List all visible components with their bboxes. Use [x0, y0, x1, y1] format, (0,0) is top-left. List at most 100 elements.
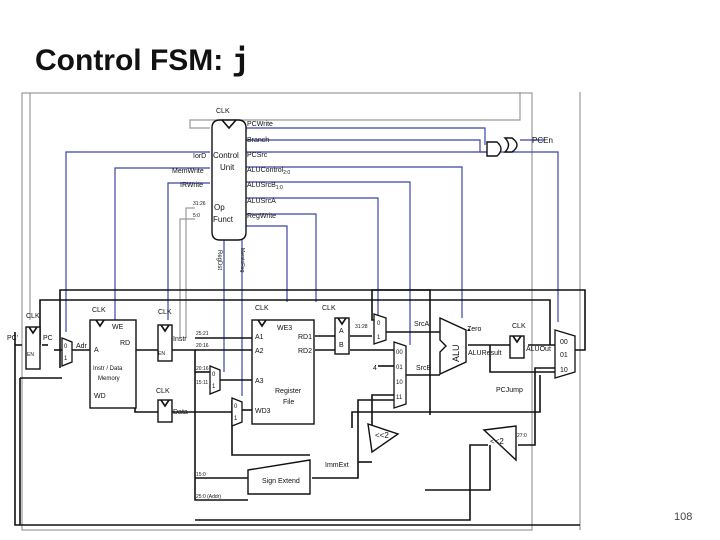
regdst-mux: 0 1: [209, 365, 221, 395]
iord-mux: 0 1 Adr: [61, 337, 88, 367]
ab-clk-label: CLK: [322, 305, 336, 312]
alusrcb-signal-label: ALUSrcB1:0: [247, 182, 283, 191]
bits-31-28: 31:28: [355, 324, 368, 330]
aluout-clk-label: CLK: [512, 323, 526, 330]
rf-a3-label: A3: [255, 378, 264, 385]
memtoreg-signal-label: MemtoReg: [239, 248, 245, 273]
rf-name-2: File: [283, 399, 294, 406]
rf-we3-label: WE3: [277, 325, 292, 332]
alucontrol-signal-label: ALUControl2:0: [247, 167, 290, 176]
bits-20-16-b: 20:16: [196, 366, 209, 372]
page-number: 108: [674, 511, 693, 523]
shl2-b-label: <<2: [490, 437, 504, 446]
bits-15-0: 15:0: [196, 472, 206, 478]
rf-name-1: Register: [275, 388, 302, 395]
rf-a2-label: A2: [255, 348, 264, 355]
mem-we-label: WE: [112, 324, 124, 331]
op-label: Op: [214, 203, 225, 212]
control-unit-label-2: Unit: [220, 163, 235, 172]
control-unit-label-1: Control: [213, 151, 239, 160]
memtoreg-mux: 0 1: [231, 397, 243, 427]
bits-27-0: 27:0: [517, 433, 527, 439]
regdst-mux-0: 0: [212, 372, 216, 378]
alusrcb-mux-10: 10: [396, 380, 403, 386]
zero-label: Zero: [467, 326, 482, 333]
shift-left-2-b: <<2: [482, 425, 517, 462]
sign-extend: Sign Extend ImmExt: [247, 459, 349, 495]
pcsrc-mux-00: 00: [560, 339, 568, 346]
iord-signal-label: IorD: [193, 153, 206, 160]
mem-a-label: A: [94, 347, 99, 354]
pcen-logic: PCEn: [486, 136, 553, 157]
pcsrc-signal-label: PCSrc: [247, 152, 268, 159]
shl2-a-label: <<2: [375, 431, 389, 440]
data-label: Data: [173, 409, 188, 416]
pc-in-label: PC': [7, 335, 18, 342]
pc-register: CLK PC' PC EN: [7, 313, 53, 370]
bits-25-0-addr: 25:0 (Addr): [196, 494, 221, 500]
pc-out-label: PC: [43, 335, 53, 342]
memtoreg-mux-1: 1: [234, 416, 238, 422]
mem-wd-label: WD: [94, 393, 106, 400]
mem-clk-label: CLK: [92, 307, 106, 314]
alusrca-mux-0: 0: [377, 321, 381, 327]
pcwrite-signal-label: PCWrite: [247, 121, 273, 128]
rf-a1-label: A1: [255, 334, 264, 341]
adr-label: Adr: [76, 343, 88, 350]
pcsrc-mux: 00 01 10: [554, 329, 576, 379]
and-gate: [486, 141, 502, 157]
iord-mux-0: 0: [64, 344, 68, 350]
reg-b-label: B: [339, 342, 344, 349]
alusrca-mux-1: 1: [377, 335, 381, 341]
rf-wd3-label: WD3: [255, 408, 271, 415]
reg-a-label: A: [339, 328, 344, 335]
sign-extend-label: Sign Extend: [262, 478, 300, 485]
funct-bits-label: 5:0: [193, 213, 200, 219]
or-gate: [503, 137, 518, 153]
immext-label: ImmExt: [325, 462, 349, 469]
alusrca-mux: 0 1 SrcA: [373, 313, 430, 345]
alusrcb-mux: 00 01 10 11 4 SrcB: [373, 341, 432, 409]
ab-registers: CLK A B: [322, 305, 350, 355]
alusrcb-mux-01: 01: [396, 365, 403, 371]
instr-label: Instr: [173, 336, 187, 343]
funct-label: Funct: [213, 215, 234, 224]
alusrcb-mux-00: 00: [396, 350, 403, 356]
rf-rd2-label: RD2: [298, 348, 312, 355]
control-clk-label: CLK: [216, 108, 230, 115]
regdst-mux-1: 1: [212, 384, 216, 390]
pcsrc-mux-01: 01: [560, 352, 568, 359]
rf-clk-label: CLK: [255, 305, 269, 312]
regdst-signal-label: RegDst: [216, 250, 222, 270]
memtoreg-mux-0: 0: [234, 404, 238, 410]
rf-rd1-label: RD1: [298, 334, 312, 341]
data-register: CLK Data: [156, 388, 188, 423]
instr-en-label: EN: [158, 351, 165, 357]
alu-label: ALU: [451, 344, 461, 362]
four-label: 4: [373, 365, 377, 372]
mem-name-2: Memory: [98, 376, 120, 382]
data-wires: [29, 92, 581, 530]
alusrca-signal-label: ALUSrcA: [247, 198, 276, 205]
aluout-register: CLK ALUOut: [509, 323, 551, 359]
irwrite-signal-label: IRWrite: [180, 182, 203, 189]
instr-register: CLK EN Instr: [157, 309, 187, 362]
alu: ALU Zero ALUResult: [439, 316, 502, 376]
pc-clk-label: CLK: [26, 313, 40, 320]
slide-title: Control FSM: j: [35, 43, 250, 78]
bits-20-16: 20:16: [196, 343, 209, 349]
instr-clk-label: CLK: [158, 309, 172, 316]
datapath-wires: [14, 289, 586, 526]
register-file: CLK WE3 A1 A2 RD1 RD2 A3 Register File W…: [251, 305, 315, 425]
branch-signal-label: Branch: [247, 137, 269, 144]
regwrite-signal-label: RegWrite: [247, 213, 276, 220]
pc-en-label: EN: [27, 352, 34, 358]
iord-mux-1: 1: [64, 356, 68, 362]
instr-field-labels: 25:21 20:16 20:16 15:11 15:0 25:0 (Addr)…: [196, 324, 527, 500]
title-code: j: [231, 43, 250, 78]
aluout-label: ALUOut: [526, 346, 551, 353]
pcen-label: PCEn: [532, 136, 553, 145]
srca-label: SrcA: [414, 321, 430, 328]
srcb-label: SrcB: [416, 365, 432, 372]
